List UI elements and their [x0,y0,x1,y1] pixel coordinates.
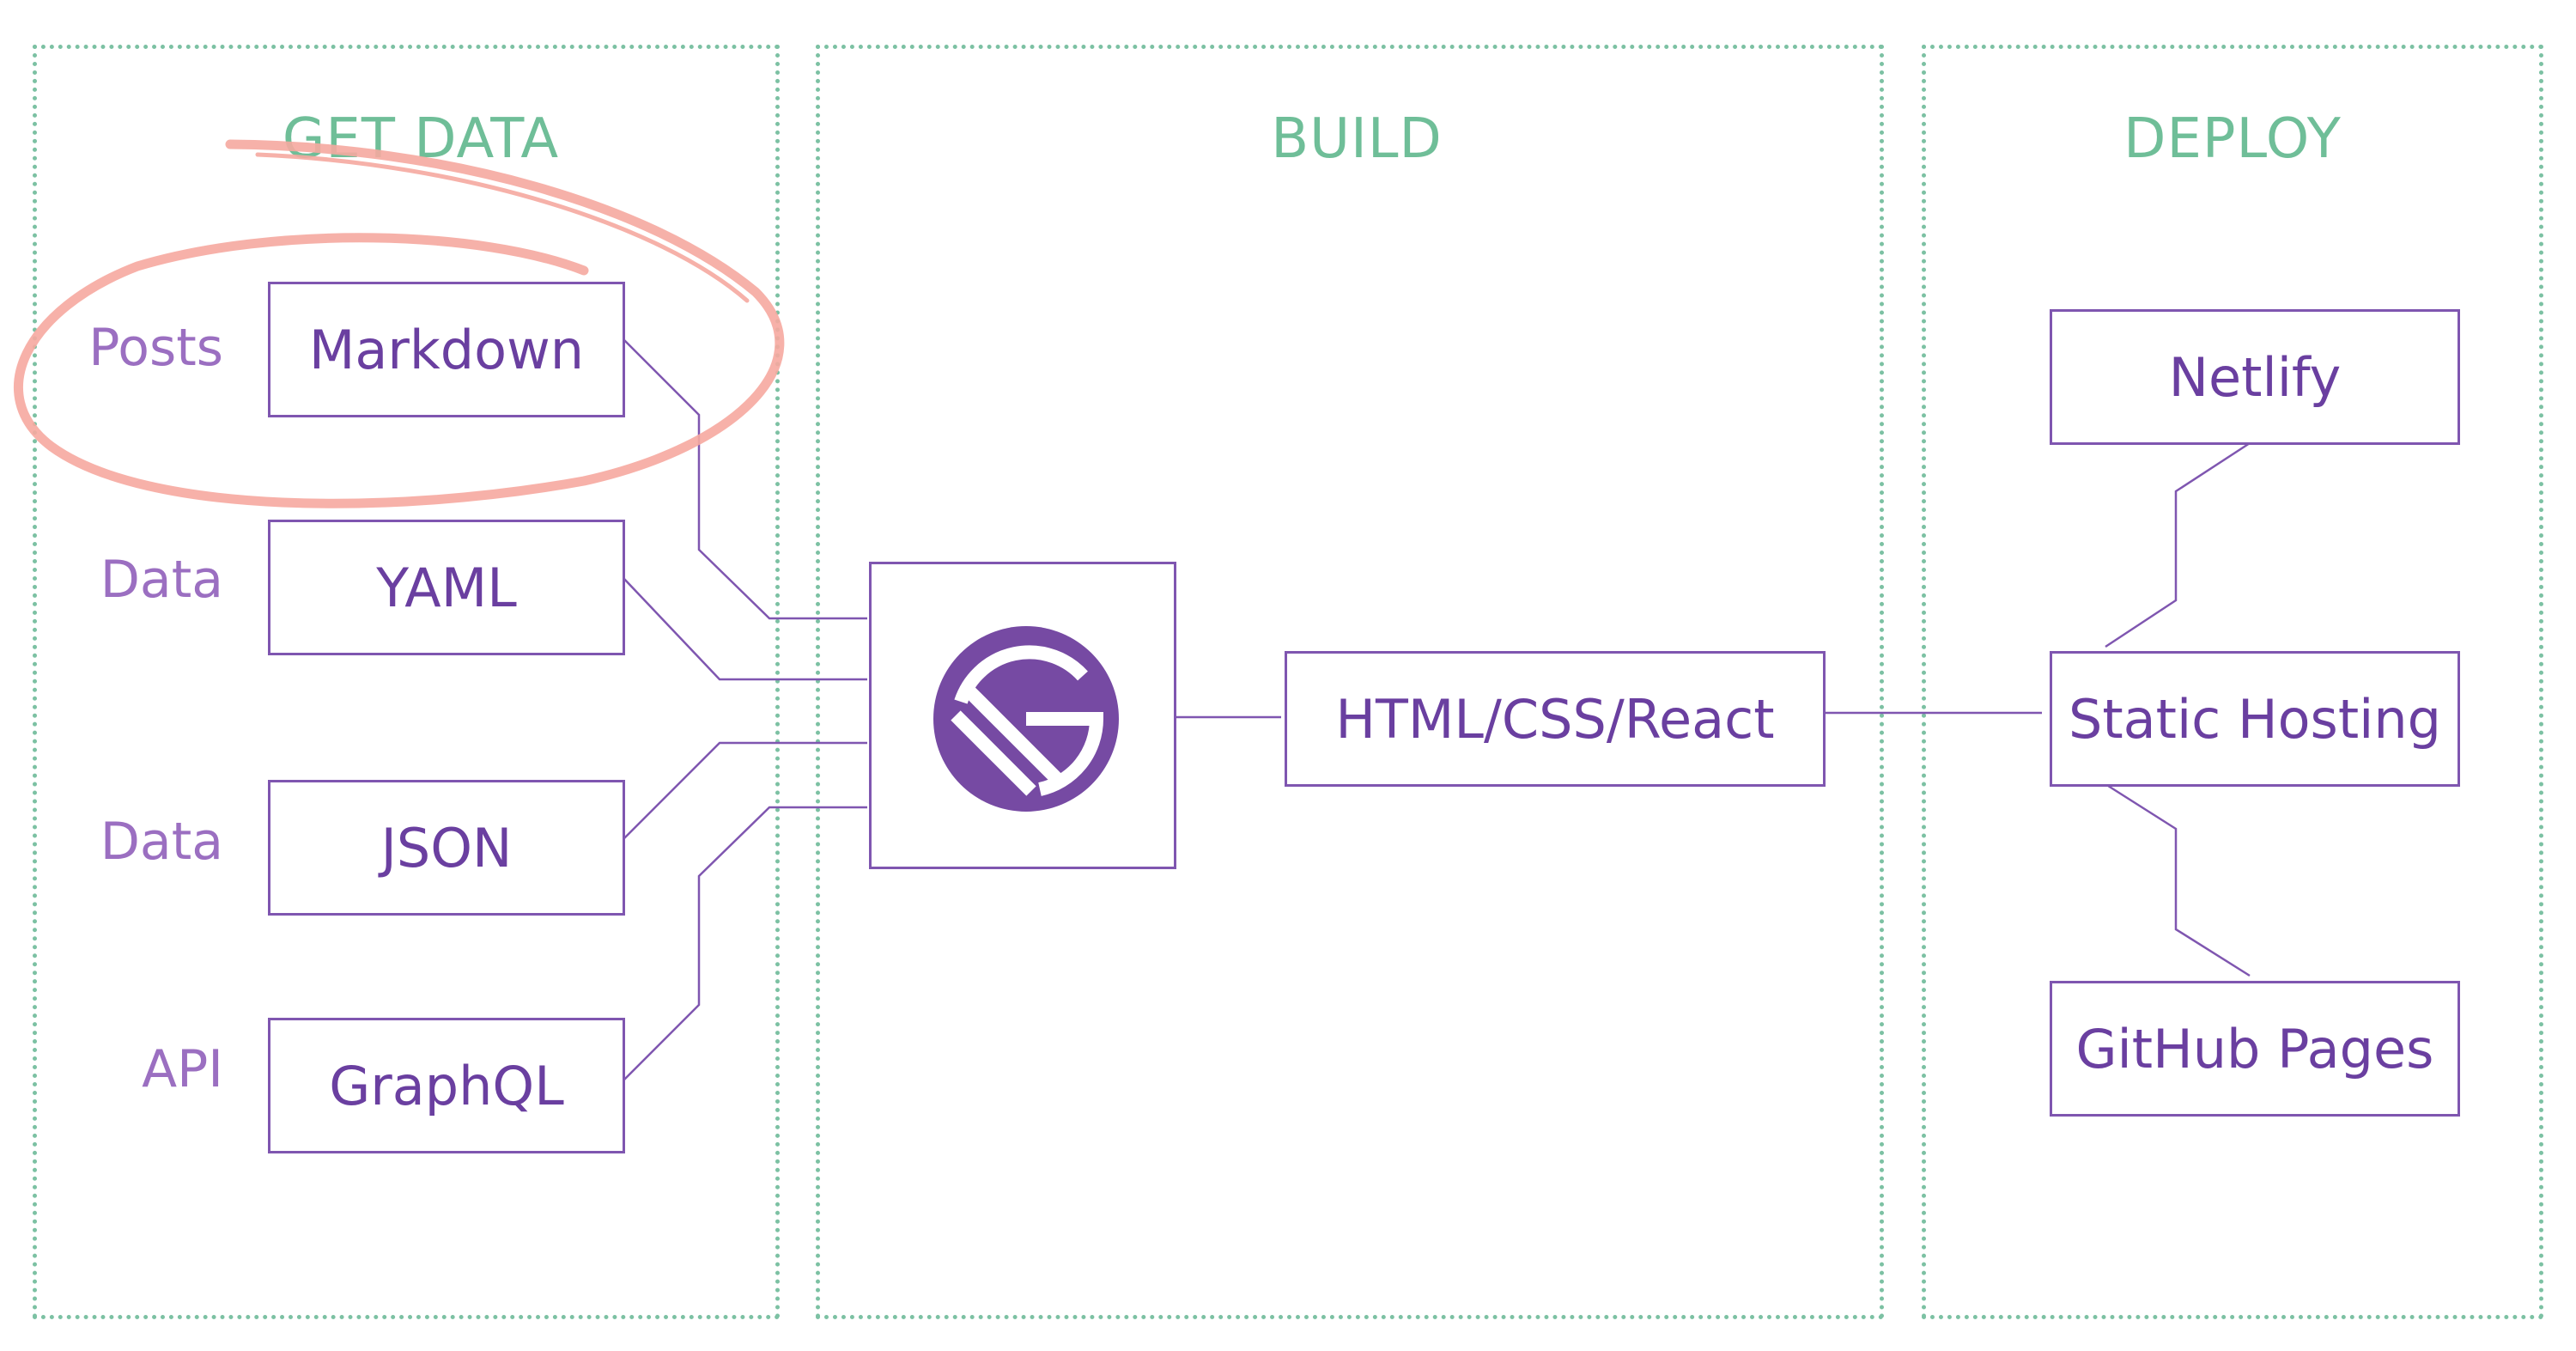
markdown-node: Markdown [268,282,625,417]
gatsby-node [869,562,1176,869]
yaml-node: YAML [268,520,625,655]
label-data-yaml: Data [100,550,223,610]
netlify-node: Netlify [2050,309,2460,445]
deploy-section [1922,45,2543,1319]
label-posts: Posts [88,318,223,378]
json-node: JSON [268,780,625,916]
label-api: API [142,1039,223,1099]
gatsby-logo-icon [933,626,1119,812]
build-title: BUILD [1271,107,1443,171]
label-data-json: Data [100,812,223,872]
graphql-node: GraphQL [268,1018,625,1153]
static-hosting-node: Static Hosting [2050,651,2460,787]
html-css-react-node: HTML/CSS/React [1285,651,1826,787]
get-data-section [33,45,780,1319]
build-section [816,45,1884,1319]
deploy-title: DEPLOY [2123,107,2342,171]
github-pages-node: GitHub Pages [2050,981,2460,1117]
